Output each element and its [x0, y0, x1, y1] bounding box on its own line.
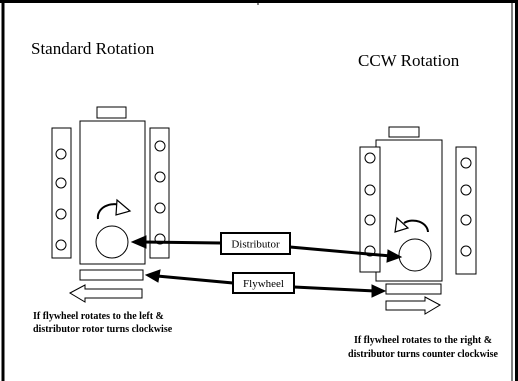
right-cylinder-bore	[460, 157, 472, 169]
right-note-line-2: distributor turns counter clockwise	[348, 349, 498, 360]
right-engine-top-tab	[388, 126, 420, 138]
right-rotation-arrow	[394, 216, 429, 233]
right-cylinder-bore	[460, 184, 472, 196]
flywheel-arrowhead-left	[144, 269, 161, 283]
left-cylinder-bore	[55, 148, 67, 160]
left-direction-arrow	[68, 284, 143, 303]
left-rotation-arrow	[96, 198, 132, 220]
right-note-line-1: If flywheel rotates to the right &	[354, 335, 492, 346]
left-note-line-1: If flywheel rotates to the left &	[33, 311, 164, 322]
left-cylinder-bore	[55, 208, 67, 220]
right-engine	[359, 126, 477, 295]
right-cylinder-bore	[460, 214, 472, 226]
right-cylinder-bore	[364, 152, 376, 164]
left-title: Standard Rotation	[31, 39, 155, 58]
left-engine-top-tab	[96, 106, 127, 119]
right-cylinder-bore	[364, 214, 376, 226]
right-cylinder-bank-left	[359, 146, 381, 273]
left-cylinder-bore	[154, 140, 166, 152]
right-cylinder-bank-right	[455, 146, 477, 275]
right-cylinder-bore	[460, 245, 472, 257]
right-title: CCW Rotation	[358, 51, 460, 70]
flywheel-arrowhead-right	[371, 284, 387, 298]
right-flywheel	[385, 283, 442, 295]
left-cylinder-bank-left	[51, 127, 72, 259]
left-cylinder-bore	[55, 239, 67, 251]
left-cylinder-bore	[55, 177, 67, 189]
right-distributor	[398, 238, 432, 272]
left-distributor	[95, 225, 129, 259]
left-note-line-2: distributor rotor turns clockwise	[33, 324, 173, 335]
left-rotation-arrowhead	[115, 198, 132, 216]
right-rotation-arrowhead	[394, 216, 410, 233]
distributor-arrowhead-right	[386, 249, 403, 263]
flywheel-callout-arrows	[144, 269, 387, 298]
left-flywheel	[79, 269, 144, 281]
left-cylinder-bore	[154, 202, 166, 214]
left-cylinder-bore	[154, 171, 166, 183]
right-direction-arrow	[385, 296, 442, 315]
distributor-label: Distributor	[231, 239, 280, 251]
left-cylinder-bank-right	[149, 127, 170, 259]
left-engine	[51, 106, 170, 281]
distributor-arrowhead-left	[130, 235, 147, 249]
flywheel-label: Flywheel	[243, 278, 284, 290]
distributor-label-box	[220, 232, 291, 255]
right-cylinder-bore	[364, 184, 376, 196]
flywheel-label-box	[232, 272, 295, 294]
distributor-callout-arrows	[130, 235, 403, 263]
